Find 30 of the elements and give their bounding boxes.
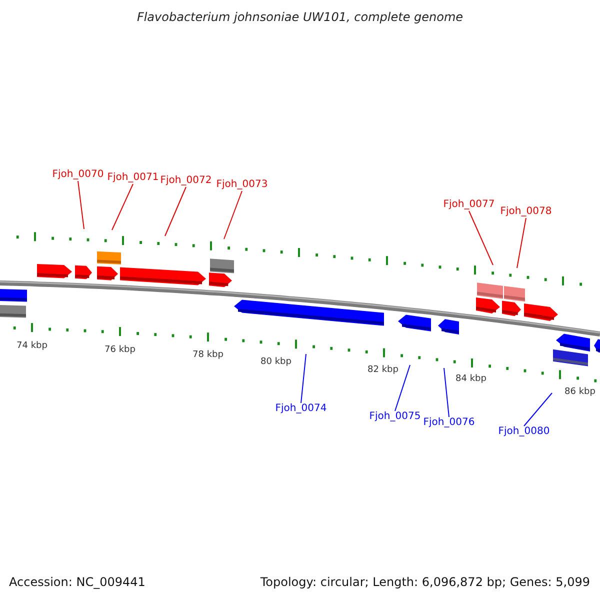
leader-line (524, 392, 552, 426)
scale-label: 76 kbp (104, 346, 136, 355)
gene-label: Fjoh_0076 (423, 418, 475, 428)
genome-summary: Topology: circular; Length: 6,096,872 bp; Genes: 5,099 (260, 576, 590, 588)
scale-label: 84 kbp (456, 375, 486, 384)
leader-line (224, 190, 242, 240)
scale-label: 78 kbp (192, 351, 224, 360)
gene-label: Fjoh_0072 (160, 176, 212, 186)
gene-label: Fjoh_0077 (443, 200, 495, 210)
leader-line (78, 180, 84, 230)
leader-line (394, 364, 410, 412)
scale-label: 74 kbp (16, 342, 48, 351)
gene-label: Fjoh_0075 (369, 412, 421, 422)
leader-line (300, 354, 306, 404)
leader-line (164, 186, 186, 236)
gene-label: Fjoh_0070 (52, 170, 104, 180)
leader-line (516, 218, 526, 268)
leader-line (112, 184, 134, 230)
scale-label: 82 kbp (368, 366, 398, 375)
scale-label: 86 kbp (564, 388, 596, 397)
gene-label: Fjoh_0080 (498, 427, 550, 437)
diagram-title: Flavobacterium johnsoniae UW101, complete genome (136, 11, 464, 23)
accession-text: Accession: NC_009441 (9, 576, 146, 588)
gene-label: Fjoh_0073 (216, 180, 268, 190)
leader-line (468, 210, 494, 266)
scale-label: 80 kbp (260, 358, 292, 367)
gene-label: Fjoh_0078 (500, 207, 552, 217)
gene-label: Fjoh_0074 (275, 404, 327, 414)
gene-label: Fjoh_0071 (107, 173, 159, 183)
leader-line (444, 368, 450, 418)
